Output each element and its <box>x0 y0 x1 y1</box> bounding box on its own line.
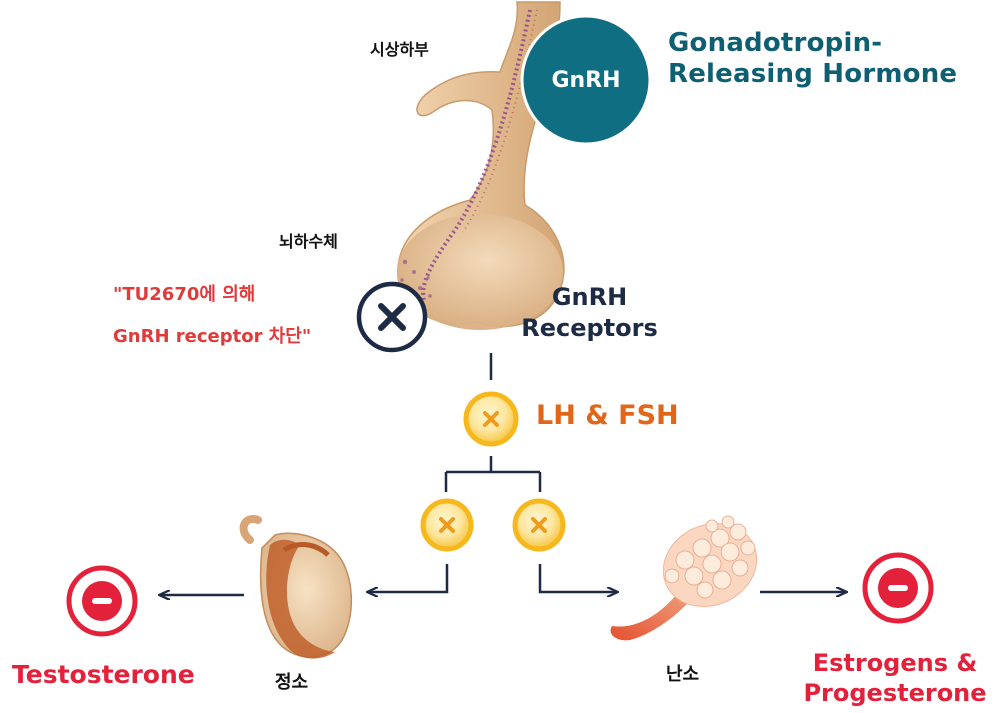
label-hypothalamus: 시상하부 <box>370 40 429 59</box>
inhibit-icon-right <box>512 498 566 552</box>
testis-illustration <box>239 515 352 659</box>
branch-connector <box>444 456 542 492</box>
ovary-illustration <box>610 515 758 641</box>
gnrh-full-line2: Releasing Hormone <box>668 59 958 89</box>
arrow-to-ovary <box>538 564 617 592</box>
tu2670-block-note: "TU2670에 의해 GnRH receptor 차단" <box>113 274 311 358</box>
block-x-icon <box>356 281 428 353</box>
label-pituitary: 뇌하수체 <box>279 232 338 251</box>
gnrh-full-name: Gonadotropin- Releasing Hormone <box>668 28 957 90</box>
gnrh-circle-label: GnRH <box>551 68 621 93</box>
arrow-to-testis <box>368 564 449 592</box>
gnrh-full-line1: Gonadotropin- <box>668 28 883 58</box>
lh-fsh-label: LH & FSH <box>536 400 679 431</box>
gnrh-circle <box>520 14 652 146</box>
label-testis: 정소 <box>275 672 309 693</box>
label-estrogen-progesterone: Estrogens & Progesterone <box>800 648 990 708</box>
minus-icon-testosterone <box>66 565 138 637</box>
label-ovary: 난소 <box>666 664 700 685</box>
note-line2: GnRH receptor 차단" <box>113 326 312 347</box>
receptors-line2: Receptors <box>521 314 658 342</box>
minus-icon-estrogen <box>862 552 934 624</box>
inhibit-icon-left <box>420 498 474 552</box>
lh-fsh-inhibit-icon <box>463 391 519 447</box>
label-testosterone: Testosterone <box>12 660 195 689</box>
gnrh-receptors-label: GnRH Receptors <box>512 282 667 344</box>
estrogen-line1: Estrogens & <box>812 649 978 677</box>
estrogen-line2: Progesterone <box>803 679 987 707</box>
receptors-line1: GnRH <box>551 283 628 311</box>
note-line1: "TU2670에 의해 <box>113 284 256 305</box>
